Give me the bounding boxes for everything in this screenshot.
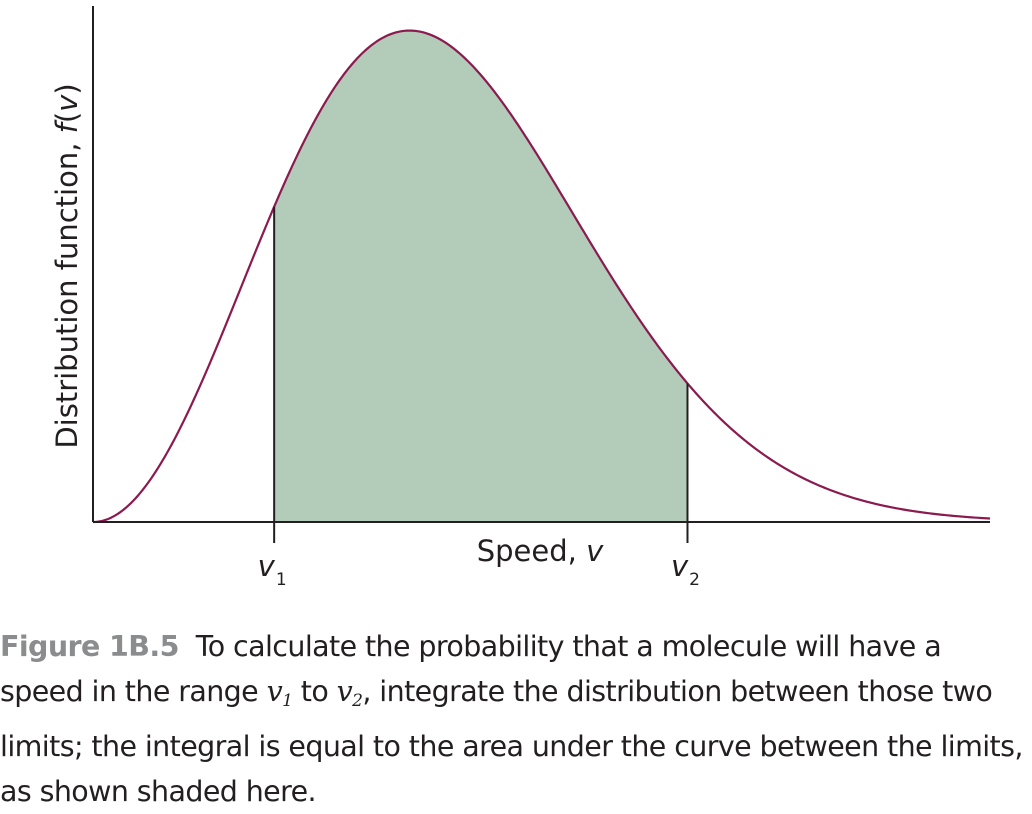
caption-symbol-v1: v1 [266, 675, 293, 711]
caption-text-1: To calculate the probability that a mole… [0, 630, 942, 708]
figure-caption: Figure 1B.5 To calculate the probability… [0, 624, 1030, 814]
caption-text-3: , integrate the distribution between tho… [0, 675, 1023, 808]
y-axis-label: Distribution function, f(v) [50, 83, 84, 448]
v1-tick-label: v1 [258, 549, 287, 590]
distribution-chart: v1 v2 Speed, v Distribution function, f(… [50, 6, 991, 590]
distribution-curve [92, 29, 991, 524]
shaded-area [274, 30, 688, 523]
v2-tick-label: v2 [671, 549, 700, 590]
caption-text-2: to [292, 675, 337, 708]
x-axis-label: Speed, v [477, 534, 604, 568]
figure-number: Figure 1B.5 [0, 630, 179, 663]
caption-symbol-v2: v2 [336, 675, 363, 711]
